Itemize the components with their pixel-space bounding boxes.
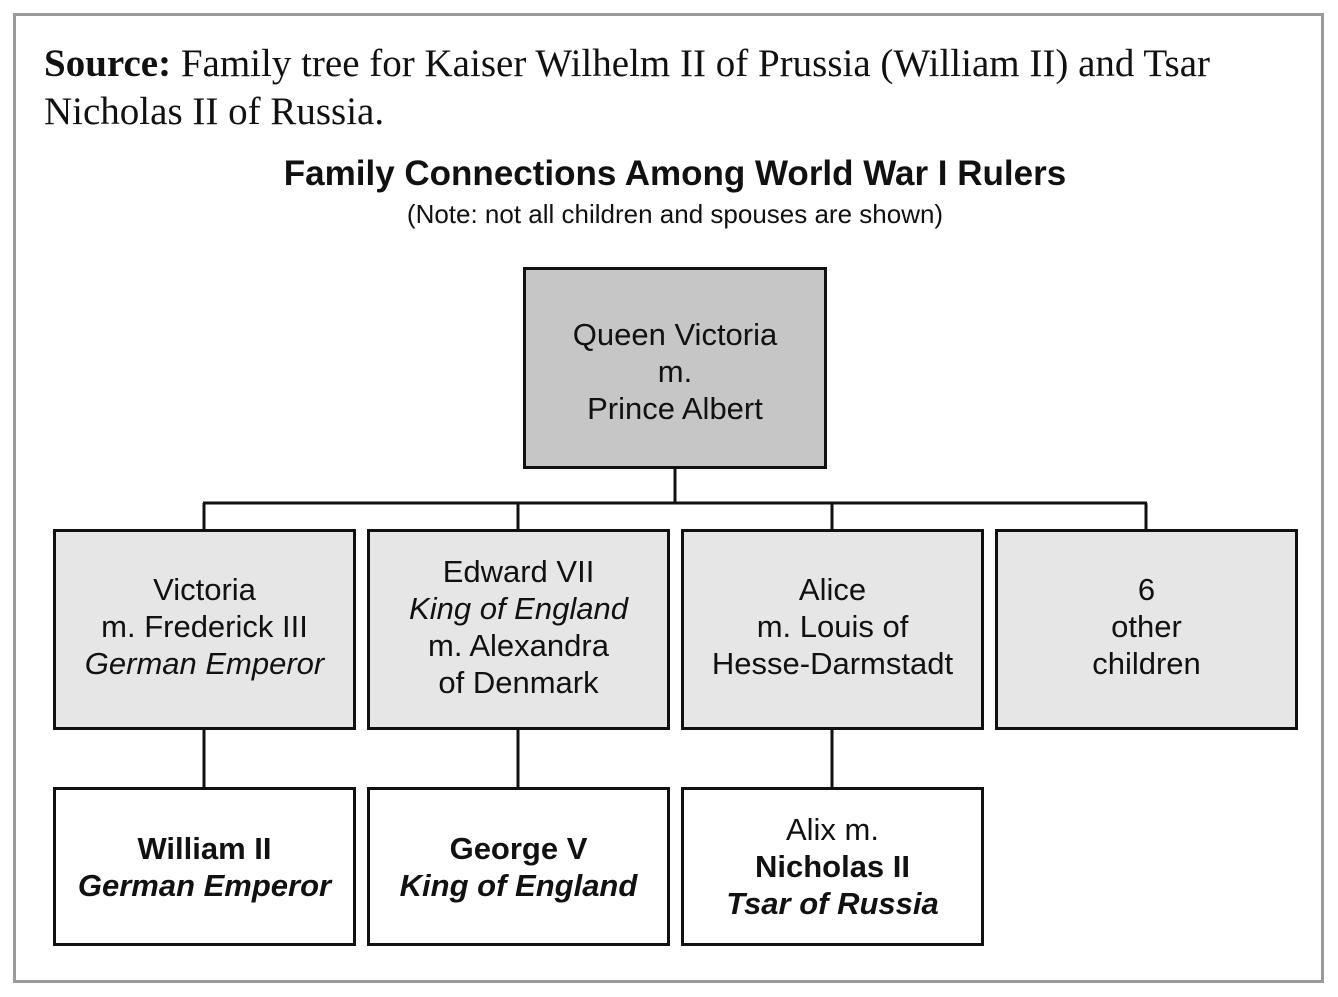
grandchild-node-william-ii: William II German Emperor bbox=[53, 787, 356, 946]
child-name: Alice bbox=[798, 572, 867, 607]
grandchild-name: Nicholas II bbox=[754, 849, 911, 884]
child-spouse: m. Alexandra bbox=[428, 627, 609, 663]
grandchild-title: King of England bbox=[399, 867, 638, 903]
child-name: Edward VII bbox=[442, 553, 595, 589]
grandchild-prefix: Alix m. bbox=[785, 812, 879, 847]
child-node-victoria: Victoria m. Frederick III German Emperor bbox=[53, 529, 356, 730]
source-caption: Source: Family tree for Kaiser Wilhelm I… bbox=[44, 40, 1314, 136]
child-spouse-origin: of Denmark bbox=[438, 664, 599, 700]
source-label: Source: bbox=[44, 42, 172, 85]
grandchild-name: George V bbox=[449, 830, 588, 866]
diagram-title: Family Connections Among World War I Rul… bbox=[283, 154, 1067, 193]
grandchild-title: Tsar of Russia bbox=[726, 886, 939, 921]
other-line-2: other bbox=[1111, 609, 1182, 644]
child-title: German Emperor bbox=[84, 646, 325, 681]
grandchild-title: German Emperor bbox=[77, 867, 332, 903]
child-spouse: m. Louis of bbox=[756, 609, 909, 644]
root-line-1: Queen Victoria bbox=[572, 316, 778, 352]
grandchild-name: William II bbox=[137, 830, 272, 866]
root-line-2: m. bbox=[657, 353, 693, 389]
other-count: 6 bbox=[1137, 572, 1156, 607]
grandchild-node-nicholas-ii: Alix m. Nicholas II Tsar of Russia bbox=[681, 787, 984, 946]
root-line-3: Prince Albert bbox=[587, 390, 763, 426]
grandchild-node-george-v: George V King of England bbox=[367, 787, 670, 946]
child-title: King of England bbox=[409, 590, 628, 626]
source-text: Family tree for Kaiser Wilhelm II of Pru… bbox=[44, 42, 1211, 133]
child-node-edward-vii: Edward VII King of England m. Alexandra … bbox=[367, 529, 670, 730]
child-spouse-house: Hesse-Darmstadt bbox=[711, 646, 954, 681]
child-spouse: m. Frederick III bbox=[101, 609, 308, 644]
figure-frame bbox=[13, 13, 1324, 983]
root-node-queen-victoria: Queen Victoria m. Prince Albert bbox=[523, 267, 827, 469]
child-name: Victoria bbox=[153, 572, 256, 607]
other-line-3: children bbox=[1092, 646, 1201, 681]
diagram-note: (Note: not all children and spouses are … bbox=[406, 199, 944, 229]
child-node-other-children: 6 other children bbox=[995, 529, 1298, 730]
child-node-alice: Alice m. Louis of Hesse-Darmstadt bbox=[681, 529, 984, 730]
